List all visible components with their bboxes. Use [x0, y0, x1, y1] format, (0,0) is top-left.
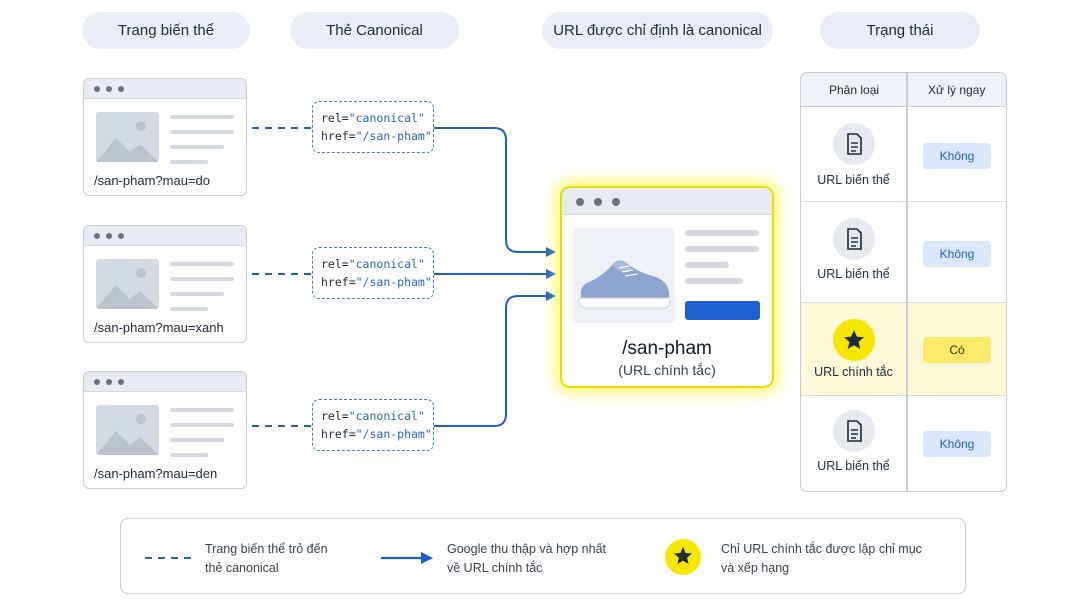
row-label: URL biến thể: [817, 459, 890, 473]
status-badge: Không: [923, 431, 991, 457]
variant-page-card: /san-pham?mau=den: [83, 371, 247, 489]
status-badge: Không: [923, 143, 991, 169]
status-badge: Không: [923, 241, 991, 267]
header-status: Trạng thái: [820, 12, 980, 49]
canonical-page-card: /san-pham (URL chính tắc): [560, 186, 774, 388]
table-row-highlighted: URL chính tắc Có: [801, 303, 1006, 396]
document-icon: [833, 123, 875, 165]
header-canonical-tag: Thẻ Canonical: [290, 12, 459, 49]
header-variant-pages: Trang biến thể: [82, 12, 250, 49]
arrow-to-canonical-1: [434, 127, 556, 257]
table-row: URL biến thể Không: [801, 107, 1006, 202]
dashed-line-icon: [145, 557, 191, 559]
canonical-tag-box: rel="canonical" href="/san-pham": [312, 247, 434, 299]
header-canonical-url: URL được chỉ định là canonical: [542, 12, 773, 49]
status-badge: Có: [923, 337, 991, 363]
canonical-tag-box: rel="canonical" href="/san-pham": [312, 101, 434, 153]
canonical-tag-box: rel="canonical" href="/san-pham": [312, 399, 434, 451]
row-label: URL biến thể: [817, 173, 890, 187]
star-icon: [833, 319, 875, 361]
image-placeholder-icon: [96, 112, 159, 162]
row-label: URL biến thể: [817, 267, 890, 281]
table-row: URL biến thể Không: [801, 396, 1006, 491]
image-placeholder-icon: [96, 259, 159, 309]
document-icon: [833, 410, 875, 452]
column-header-classification: Phân loại: [829, 83, 880, 97]
sneaker-image: [573, 228, 675, 323]
column-header-action: Xử lý ngay: [928, 83, 986, 97]
arrow-to-canonical-3: [434, 291, 556, 427]
variant-page-card: /san-pham?mau=do: [83, 78, 247, 196]
arrow-icon: [381, 552, 433, 564]
canonical-subtitle: (URL chính tắc): [618, 362, 716, 378]
document-icon: [833, 218, 875, 260]
star-icon: [665, 539, 701, 575]
row-label: URL chính tắc: [814, 365, 893, 379]
status-table: Phân loại Xử lý ngay URL biến thể Không …: [800, 72, 1007, 492]
variant-url: /san-pham?mau=xanh: [94, 320, 224, 335]
variant-page-card: /san-pham?mau=xanh: [83, 225, 247, 343]
image-placeholder-icon: [96, 405, 159, 455]
table-row: URL biến thể Không: [801, 202, 1006, 303]
buy-button: [685, 301, 760, 320]
canonical-url: /san-pham: [622, 338, 712, 359]
variant-url: /san-pham?mau=den: [94, 466, 218, 481]
variant-url: /san-pham?mau=do: [94, 173, 210, 188]
